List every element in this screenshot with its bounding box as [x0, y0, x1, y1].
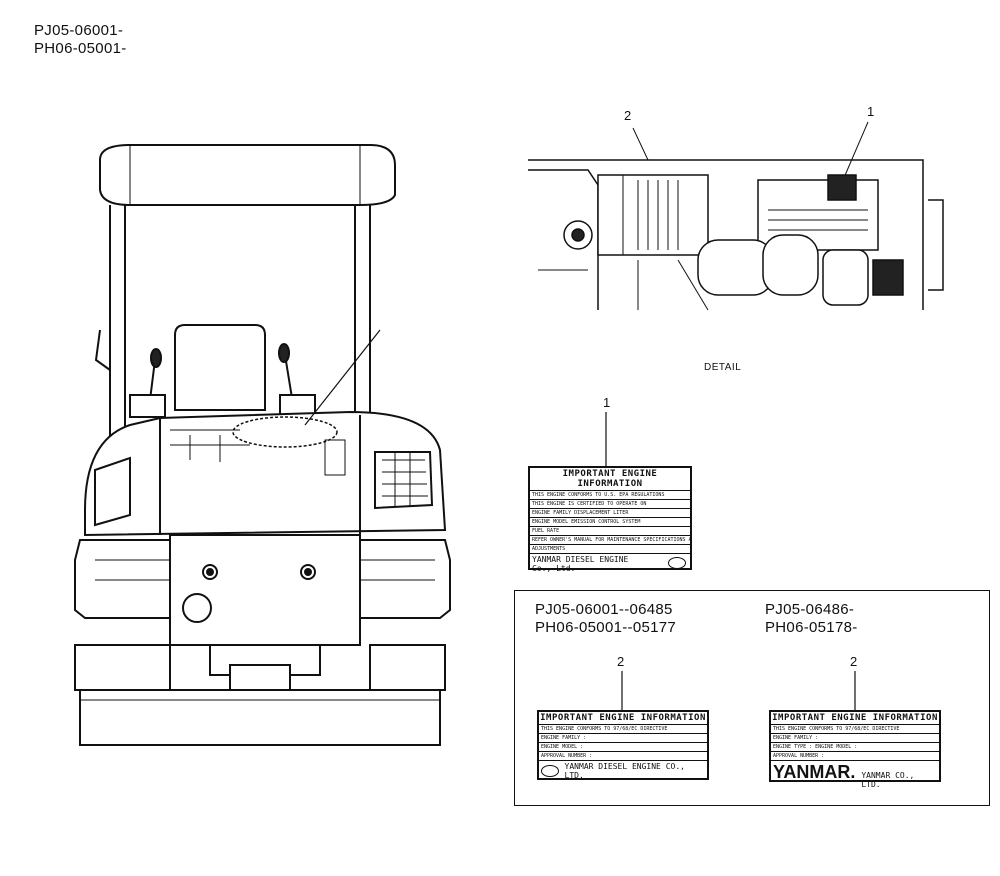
plate-line: ENGINE MODEL EMISSION CONTROL SYSTEM: [530, 518, 690, 527]
detail-caption: DETAIL: [704, 362, 742, 373]
leader-line: [621, 671, 623, 711]
plate-footer-text: YANMAR CO., LTD.: [861, 771, 915, 789]
callout-1-detail: 1: [867, 104, 875, 119]
plate-line: ENGINE MODEL :: [539, 743, 707, 752]
serial-range-top: PJ05-06001- PH06-05001-: [34, 22, 127, 58]
serial-range-left: PJ05-06001--06485 PH06-05001--05177: [535, 601, 676, 637]
leader-line: [605, 412, 607, 467]
plate-line: APPROVAL NUMBER :: [539, 752, 707, 761]
plate-line: THIS ENGINE IS CERTIFIED TO OPERATE ON: [530, 500, 690, 509]
engine-info-label-2b: IMPORTANT ENGINE INFORMATION THIS ENGINE…: [769, 710, 941, 789]
serial-line: PJ05-06001--06485: [535, 601, 673, 618]
serial-line: PH06-05001--05177: [535, 619, 677, 636]
yanmar-brand: YANMAR.: [773, 762, 856, 782]
plate-line: ENGINE FAMILY :: [539, 734, 707, 743]
serial-line: PH06-05001-: [34, 40, 127, 57]
callout-2-left: 2: [617, 654, 625, 669]
plate-footer: YANMAR. YANMAR CO., LTD.: [771, 761, 939, 790]
plate-line: THIS ENGINE CONFORMS TO 97/68/EC DIRECTI…: [771, 725, 939, 734]
plate-footer-line: Co., Ltd.: [532, 564, 576, 573]
plate-footer-line: YANMAR DIESEL ENGINE: [532, 555, 629, 564]
plate-footer-text: YANMAR DIESEL ENGINE CO., LTD.: [564, 762, 685, 780]
serial-range-right: PJ05-06486- PH06-05178-: [765, 601, 858, 637]
plate-title: IMPORTANT ENGINE INFORMATION: [530, 468, 690, 491]
plate-line: THIS ENGINE CONFORMS TO U.S. EPA REGULAT…: [530, 491, 690, 500]
callout-1-label: 1: [603, 395, 611, 410]
plate-line: ADJUSTMENTS: [530, 545, 690, 554]
callout-2-right: 2: [850, 654, 858, 669]
plate-line: THIS ENGINE CONFORMS TO 97/68/EC DIRECTI…: [539, 725, 707, 734]
callout-2-detail: 2: [624, 108, 632, 123]
plate-line: APPROVAL NUMBER :: [771, 752, 939, 761]
serial-line: PJ05-06001-: [34, 22, 124, 39]
engine-detail-illustration: [528, 121, 944, 311]
plate-title: IMPORTANT ENGINE INFORMATION: [539, 713, 707, 725]
serial-line: PH06-05178-: [765, 619, 858, 636]
plate-line: ENGINE TYPE : ENGINE MODEL :: [771, 743, 939, 752]
plate-footer: YANMAR DIESEL ENGINE CO., LTD.: [539, 761, 707, 781]
plate-line: ENGINE FAMILY :: [771, 734, 939, 743]
plate-line: ENGINE FAMILY DISPLACEMENT LITER: [530, 509, 690, 518]
engine-info-label-2a: IMPORTANT ENGINE INFORMATION THIS ENGINE…: [537, 710, 709, 780]
yanmar-logo-icon: [541, 765, 559, 777]
excavator-rear-illustration: [74, 144, 451, 746]
yanmar-logo-icon: [668, 557, 686, 569]
leader-line: [854, 671, 856, 711]
plate-line: FUEL RATE: [530, 527, 690, 536]
plate-title: IMPORTANT ENGINE INFORMATION: [771, 713, 939, 725]
serial-line: PJ05-06486-: [765, 601, 855, 618]
label-variants-box: PJ05-06001--06485 PH06-05001--05177 PJ05…: [514, 590, 990, 806]
plate-footer: YANMAR DIESEL ENGINE Co., Ltd.: [530, 554, 690, 574]
plate-line: REFER OWNER'S MANUAL FOR MAINTENANCE SPE…: [530, 537, 690, 545]
engine-info-label-1: IMPORTANT ENGINE INFORMATION THIS ENGINE…: [528, 466, 692, 573]
